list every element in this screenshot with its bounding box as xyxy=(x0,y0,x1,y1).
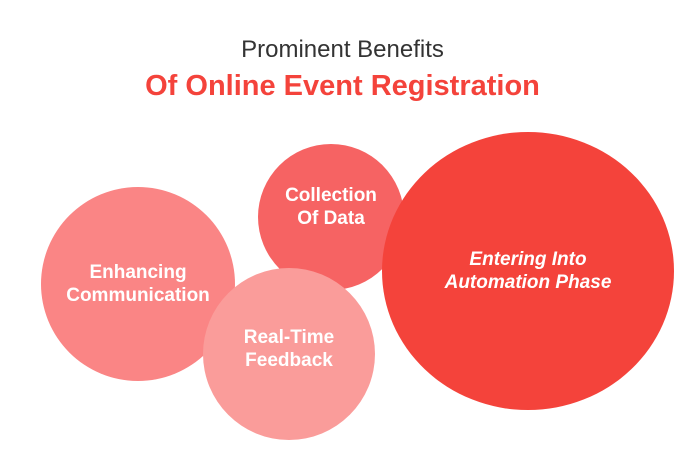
bubble-automation-phase: Entering Into Automation Phase xyxy=(382,132,674,410)
title-line-2: Of Online Event Registration xyxy=(145,70,540,102)
bubble-enhancing-communication: Enhancing Communication xyxy=(41,187,235,381)
bubble-collection-of-data: Collection Of Data xyxy=(258,144,404,290)
bubble-label: Enhancing Communication xyxy=(66,262,210,306)
bubble-label: Real-Time Feedback xyxy=(243,327,335,371)
bubble-label: Collection Of Data xyxy=(285,185,377,229)
bubble-real-time-feedback: Real-Time Feedback xyxy=(203,268,375,440)
title-line-1: Prominent Benefits xyxy=(241,36,444,63)
bubble-label: Entering Into Automation Phase xyxy=(444,249,612,293)
